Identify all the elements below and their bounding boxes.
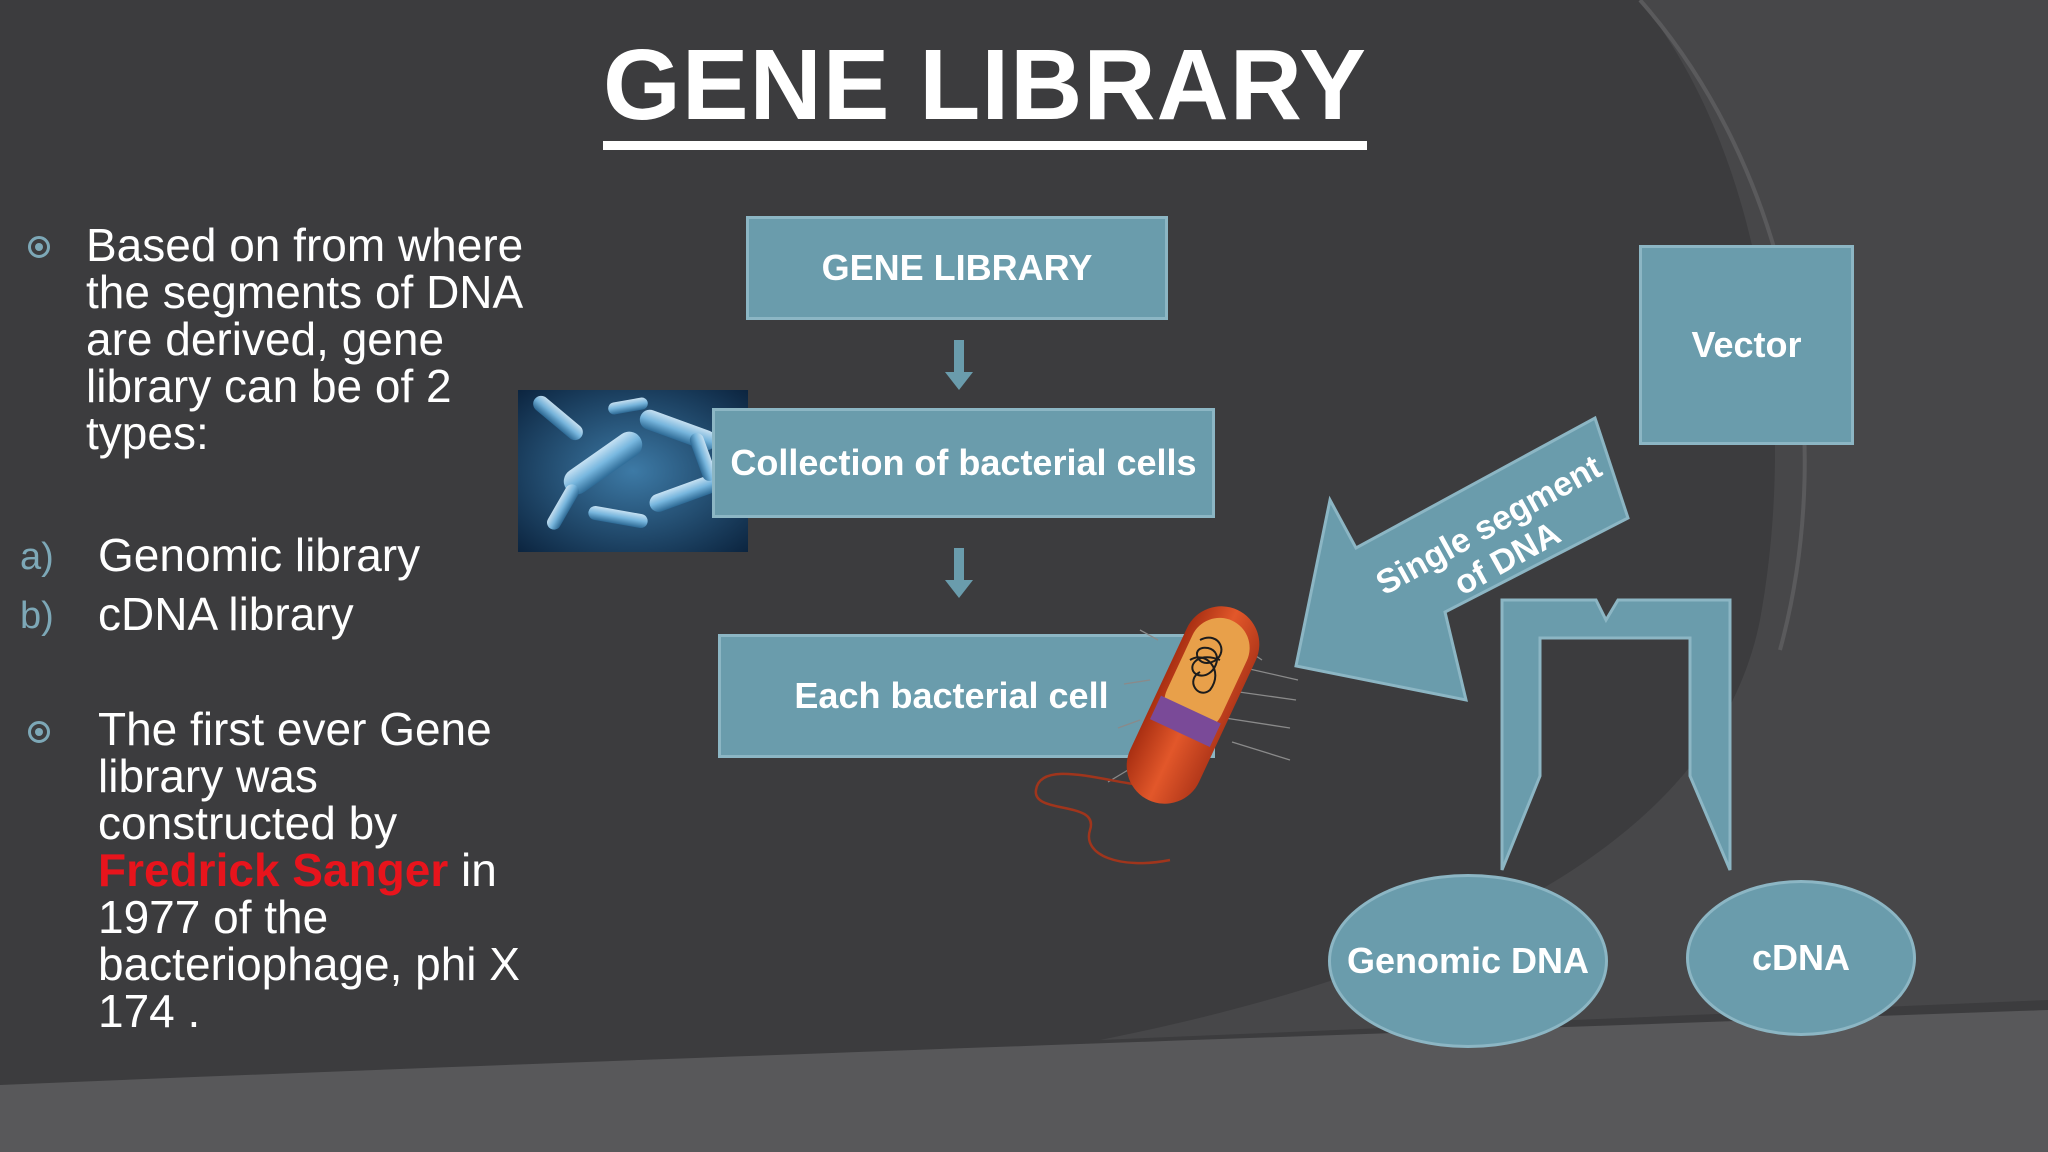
vector-box: Vector [1639, 245, 1854, 445]
collection-box: Collection of bacterial cells [712, 408, 1215, 518]
bacteria-photo [518, 390, 748, 552]
arrow-down-icon [945, 548, 973, 598]
list-marker-a: a) [20, 536, 54, 578]
first-library-text: The first ever Gene library was construc… [98, 703, 492, 849]
cdna-ellipse: cDNA [1686, 880, 1916, 1036]
gene-library-box: GENE LIBRARY [746, 216, 1168, 320]
each-cell-box: Each bacterial cell [718, 634, 1215, 758]
first-library-year-text: in 1977 of the bacteriophage, phi X 174 … [98, 844, 520, 1037]
list-item-cdna-library: cDNA library [98, 588, 354, 640]
bullet-icon [28, 721, 50, 743]
genomic-dna-ellipse: Genomic DNA [1328, 874, 1608, 1048]
bullet-types-description: Based on from where the segments of DNA … [86, 219, 524, 459]
bullet-first-library: The first ever Gene library was construc… [98, 706, 538, 1035]
list-marker-b: b) [20, 595, 54, 637]
sanger-name: Fredrick Sanger [98, 844, 449, 896]
list-item-genomic-library: Genomic library [98, 529, 421, 581]
page-title: GENE LIBRARY [560, 28, 1410, 150]
bullet-icon [28, 236, 50, 258]
arrow-down-icon [945, 340, 973, 390]
